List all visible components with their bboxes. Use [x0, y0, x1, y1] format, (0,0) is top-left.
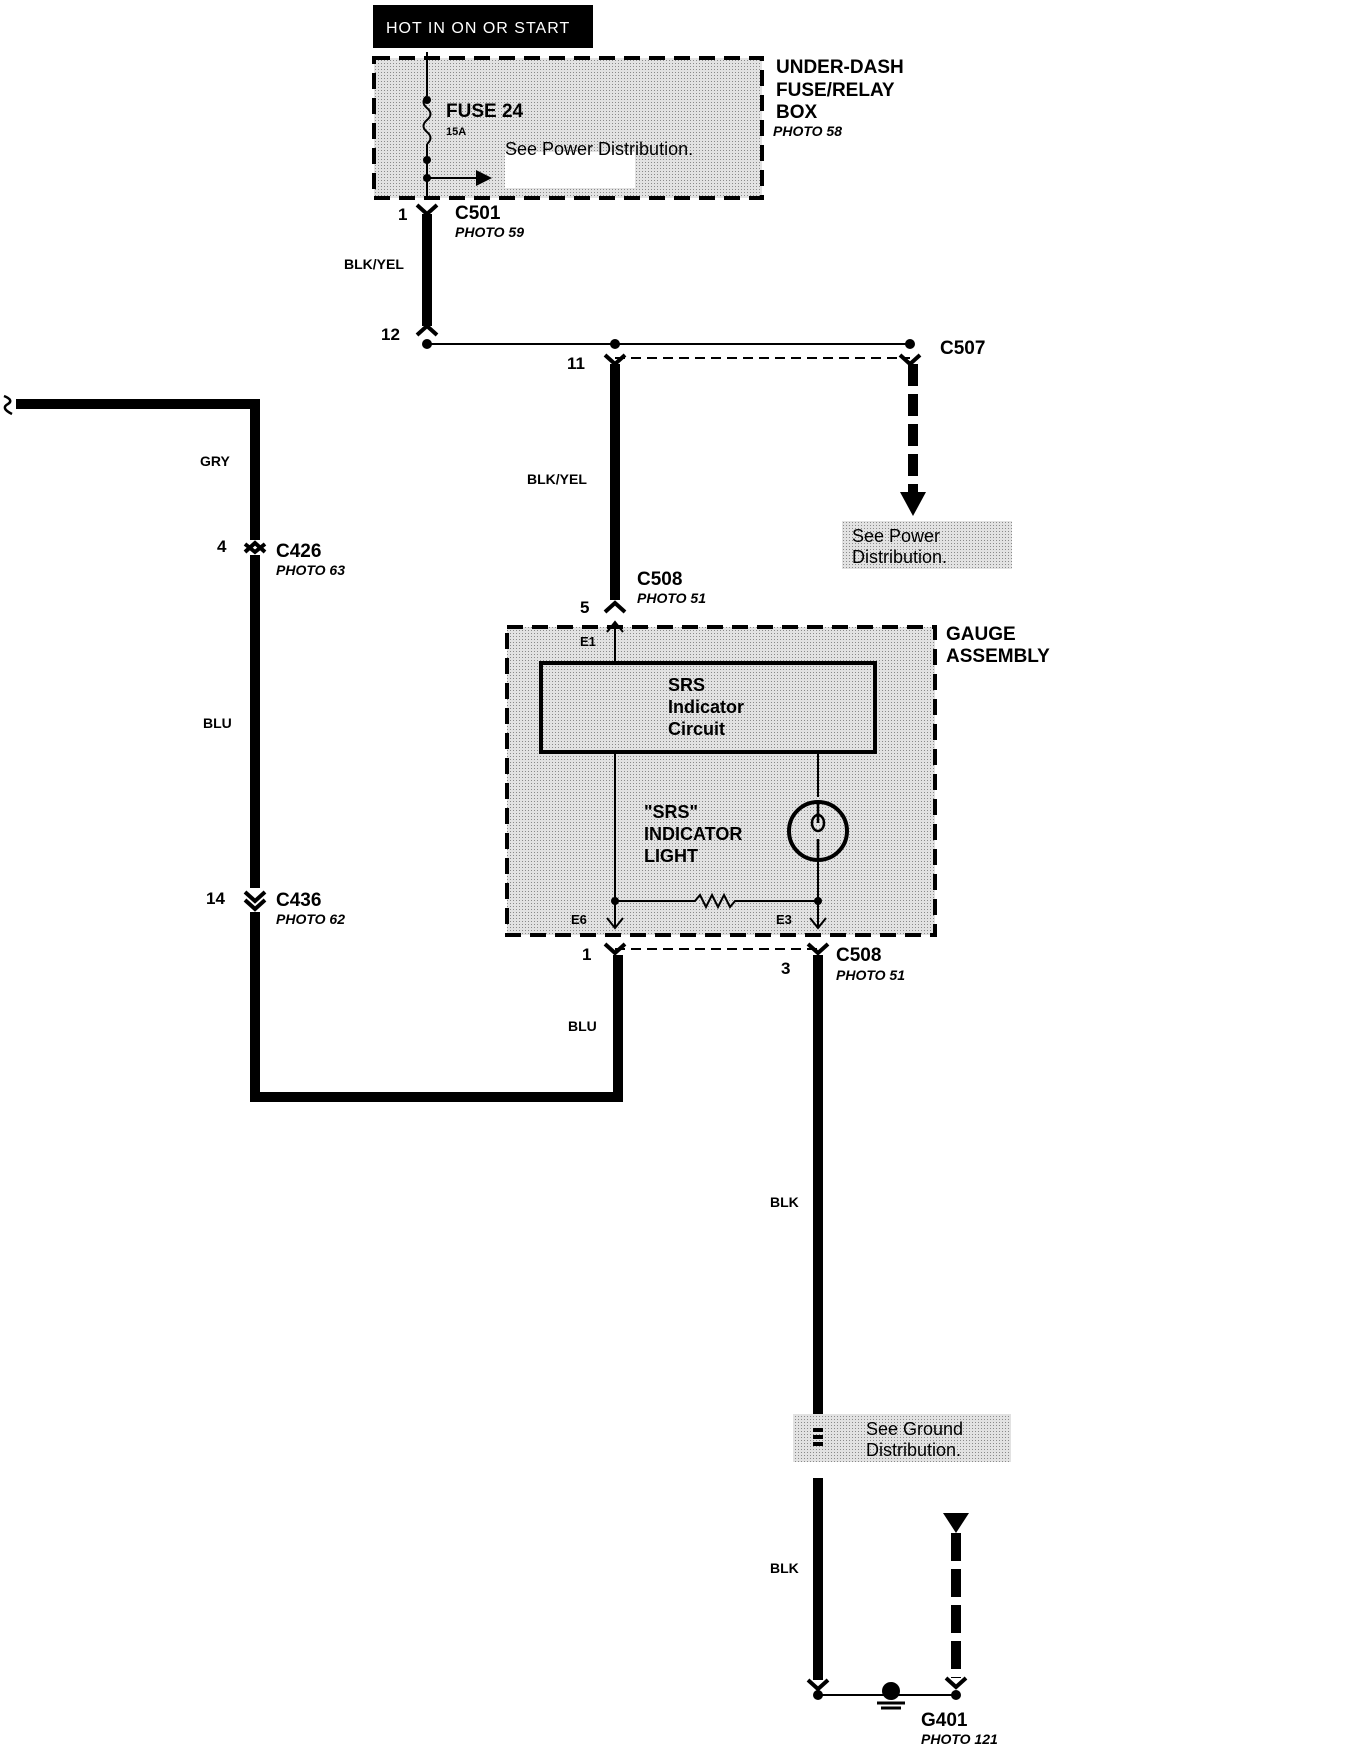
c507-pin-11: 11: [567, 354, 585, 373]
wire-label-blk-2: BLK: [770, 1560, 799, 1576]
circuit-line1: SRS: [668, 675, 705, 695]
c436-connector: 14 C436 PHOTO 62: [206, 889, 345, 927]
hot-in-on-or-start-header: HOT IN ON OR START: [373, 5, 593, 48]
ground-note-line2: Distribution.: [866, 1440, 961, 1460]
under-dash-fuse-relay-box: FUSE 24 15A See Power Distribution. UNDE…: [372, 52, 904, 200]
wire-label-blk-1: BLK: [770, 1194, 799, 1210]
fuse-name: FUSE 24: [446, 101, 524, 122]
c508-bottom-connector: 1 3 C508 PHOTO 51: [582, 942, 905, 983]
wire-label-blu-1: BLU: [203, 715, 232, 731]
c508-top-connector: 5 C508 PHOTO 51: [580, 569, 706, 617]
wire-label-blk-yel-2: BLK/YEL: [527, 471, 587, 487]
wire-label-gry: GRY: [200, 453, 230, 469]
power-arrow-icon: [476, 170, 492, 186]
wire-break-icon: [3, 394, 13, 416]
fuse-24-symbol: [422, 95, 432, 145]
power-note-line2: Distribution.: [852, 547, 947, 567]
c508-bottom-photo: PHOTO 51: [836, 967, 905, 983]
circuit-line3: Circuit: [668, 719, 725, 739]
wire-gry: [16, 399, 260, 540]
light-line2: INDICATOR: [644, 824, 742, 844]
c508-top-name: C508: [637, 569, 682, 590]
terminal-e3: E3: [776, 912, 792, 927]
fuse-box-name-3: BOX: [776, 102, 818, 123]
c501-pin-1: 1: [398, 205, 407, 224]
c426-photo: PHOTO 63: [276, 562, 345, 578]
gauge-name-2: ASSEMBLY: [946, 646, 1050, 667]
fuse-box-photo: PHOTO 58: [773, 123, 842, 139]
fuse-box-note: See Power Distribution.: [505, 139, 693, 159]
wire-label-blk-yel-1: BLK/YEL: [344, 256, 404, 272]
ground-note-line1: See Ground: [866, 1419, 963, 1439]
c508-bottom-pin-3: 3: [781, 959, 790, 978]
e1-arrow-icon: [606, 620, 624, 633]
c501-name: C501: [455, 203, 501, 224]
c436-photo: PHOTO 62: [276, 911, 345, 927]
srs-indicator-bulb-icon: [787, 800, 849, 862]
c507-name: C507: [940, 338, 985, 359]
srs-indicator-circuit-box: [539, 661, 877, 754]
c501-pin-12: 12: [381, 325, 400, 344]
terminal-e1: E1: [580, 634, 596, 649]
c426-connector: 4 C426 PHOTO 63: [217, 537, 345, 578]
ground-symbol-icon: [877, 1682, 905, 1710]
c426-pin-4: 4: [217, 537, 227, 556]
ground-distribution-note: See Ground Distribution.: [793, 1414, 1011, 1462]
light-line1: "SRS": [644, 802, 698, 822]
power-distribution-note: See Power Distribution.: [842, 521, 1012, 569]
circuit-line2: Indicator: [668, 697, 744, 717]
c426-name: C426: [276, 541, 321, 562]
g401-name: G401: [921, 1710, 968, 1731]
power-note-line1: See Power: [852, 526, 940, 546]
c508-bottom-name: C508: [836, 945, 881, 966]
c508-top-pin-5: 5: [580, 598, 589, 617]
c436-pin-14: 14: [206, 889, 225, 908]
fuse-box-name-2: FUSE/RELAY: [776, 80, 895, 101]
light-line3: LIGHT: [644, 846, 698, 866]
resistor-icon: [615, 892, 818, 910]
gauge-name-1: GAUGE: [946, 624, 1016, 645]
c507-connector: 11 C507: [567, 338, 985, 373]
ground-arrow-icon: [943, 1513, 969, 1533]
c501-connector: 1 C501 PHOTO 59 12: [381, 203, 524, 344]
g401-photo: PHOTO 121: [921, 1731, 998, 1746]
wire-blu-bottom: [250, 912, 623, 1102]
c501-photo: PHOTO 59: [455, 224, 524, 240]
wire-label-blu-2: BLU: [568, 1018, 597, 1034]
fuse-box-name-1: UNDER-DASH: [776, 57, 904, 78]
gauge-assembly: GAUGE ASSEMBLY E1 SRS Indicator Circuit …: [505, 620, 1050, 937]
power-distribution-arrow-icon: [900, 492, 926, 516]
terminal-e6: E6: [571, 912, 587, 927]
c508-top-photo: PHOTO 51: [637, 590, 706, 606]
g401-ground: G401 PHOTO 121: [806, 1676, 998, 1746]
c436-name: C436: [276, 890, 321, 911]
fuse-rating: 15A: [446, 126, 466, 138]
c508-bottom-pin-1: 1: [582, 945, 591, 964]
header-label: HOT IN ON OR START: [386, 20, 570, 37]
